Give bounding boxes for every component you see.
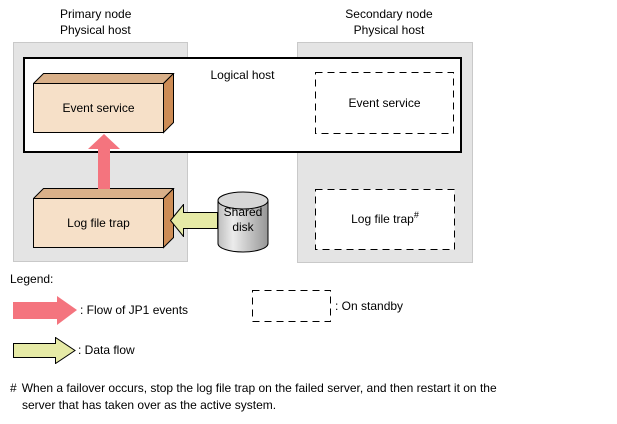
- legend-jp1-arrow: [13, 296, 77, 325]
- footnote-marker: #: [10, 381, 17, 395]
- shared-disk-cylinder: [217, 191, 269, 253]
- legend-jp1-label: : Flow of JP1 events: [80, 303, 189, 317]
- footnote-line1: # When a failover occurs, stop the log f…: [10, 380, 610, 397]
- event-service-side-face: [163, 73, 174, 134]
- log-file-trap-box-standby: [315, 189, 455, 250]
- primary-node-label: Primary node Physical host: [60, 6, 131, 38]
- legend-data-arrow-shape: [13, 337, 76, 364]
- secondary-node-label-line1: Secondary node: [345, 7, 433, 21]
- footnote-text-line2: server that has taken over as the active…: [22, 398, 277, 412]
- footnote-line2: server that has taken over as the active…: [10, 397, 610, 414]
- shared-disk-label: Shared disk: [217, 199, 269, 241]
- event-service-top-face: [33, 73, 175, 84]
- event-service-box-standby: [315, 72, 454, 134]
- event-service-standby-label: Event service: [348, 95, 421, 110]
- legend-standby-outline: [252, 290, 331, 322]
- log-file-trap-standby-label: Log file trap#: [315, 189, 455, 249]
- log-file-trap-front-face: [33, 198, 164, 248]
- log-file-trap-active-label: Log file trap: [67, 215, 130, 230]
- jp1-events-flow-arrow-shape: [88, 134, 120, 189]
- secondary-node-label-line2: Physical host: [353, 23, 425, 37]
- legend-jp1-arrow-shape: [13, 296, 77, 325]
- footnote-marker-ref: #: [413, 210, 419, 220]
- footnote-text-line1: When a failover occurs, stop the log fil…: [21, 381, 497, 395]
- shared-disk-label-line1: Shared: [223, 205, 263, 219]
- shared-disk-top: [217, 191, 269, 210]
- primary-node-label-line1: Primary node: [60, 7, 132, 21]
- shared-disk-label-line2: disk: [232, 220, 254, 234]
- event-service-front-face: [33, 83, 164, 133]
- event-service-box-active: [33, 73, 175, 134]
- log-file-trap-box-active: [33, 188, 175, 249]
- legend-standby-label: : On standby: [335, 299, 404, 313]
- jp1-events-flow-arrow: [88, 134, 120, 189]
- data-flow-arrow: [170, 204, 218, 237]
- data-flow-arrow-shape: [170, 204, 218, 237]
- legend-data-arrow: [13, 337, 76, 364]
- secondary-node-label: Secondary node Physical host: [330, 6, 448, 38]
- legend-title: Legend:: [10, 272, 54, 286]
- legend-data-label: : Data flow: [78, 343, 135, 357]
- log-file-trap-standby-outline: [315, 189, 455, 250]
- log-file-trap-standby-text: Log file trap: [351, 212, 414, 226]
- primary-node-label-line2: Physical host: [60, 23, 131, 37]
- event-service-standby-outline: [315, 72, 454, 134]
- log-file-trap-top-face: [33, 188, 175, 199]
- shared-disk-body: [217, 200, 269, 253]
- legend-standby-box: [252, 290, 331, 322]
- event-service-active-label: Event service: [62, 100, 135, 115]
- logical-host-label: Logical host: [210, 68, 275, 82]
- footnote: # When a failover occurs, stop the log f…: [10, 380, 610, 414]
